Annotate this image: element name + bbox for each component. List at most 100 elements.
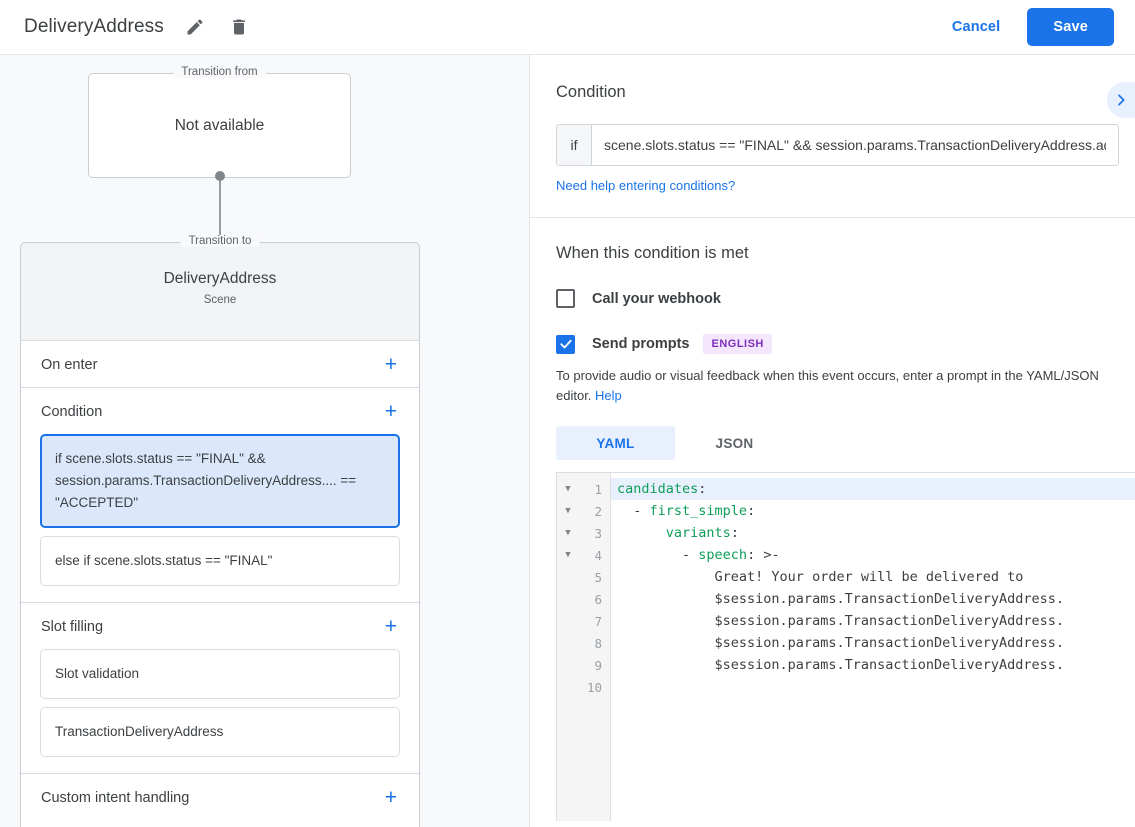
tab-yaml[interactable]: YAML	[556, 426, 675, 460]
code-line[interactable]: candidates:	[611, 478, 1135, 500]
page-title: DeliveryAddress	[24, 16, 164, 37]
send-prompts-row[interactable]: Send prompts ENGLISH	[556, 334, 1109, 354]
pencil-icon-glyph	[187, 19, 203, 35]
transition-from-box[interactable]: Transition from Not available	[88, 66, 351, 178]
gutter-line: 8	[557, 632, 610, 654]
line-number: 2	[594, 503, 602, 519]
code-token: candidates	[617, 481, 699, 497]
code-token	[617, 525, 666, 541]
section-header: On enter +	[21, 341, 419, 387]
chevron-right-icon-glyph	[1118, 94, 1125, 106]
list-item[interactable]: Slot validation	[40, 649, 400, 699]
prompts-hint-text: To provide audio or visual feedback when…	[556, 366, 1109, 406]
transition-to-box: Transition to DeliveryAddress Scene On e…	[20, 235, 420, 827]
section-title: Slot filling	[41, 619, 104, 635]
line-number: 5	[594, 569, 602, 585]
gutter-line: ▼3	[557, 522, 610, 544]
code-token: $session.params.TransactionDeliveryAddre…	[617, 635, 1065, 651]
gutter-line: 7	[557, 610, 610, 632]
code-token: first_simple	[649, 503, 748, 519]
webhook-row[interactable]: Call your webhook	[556, 289, 1109, 308]
pencil-icon[interactable]	[182, 14, 208, 40]
prompts-help-link[interactable]: Help	[595, 388, 622, 403]
transition-to-title: DeliveryAddress	[163, 270, 277, 287]
condition-expression-input[interactable]	[592, 125, 1118, 165]
code-line[interactable]	[611, 676, 1135, 698]
send-prompts-label: Send prompts	[592, 336, 690, 352]
code-token: :	[698, 481, 707, 497]
code-line[interactable]: $session.params.TransactionDeliveryAddre…	[611, 588, 1135, 610]
line-number: 3	[594, 525, 602, 541]
language-badge: ENGLISH	[703, 334, 772, 354]
gutter-line: 10	[557, 676, 610, 698]
plus-icon[interactable]: +	[384, 353, 397, 376]
when-condition-met-section: When this condition is met Call your web…	[530, 218, 1135, 821]
section-header: Condition +	[21, 388, 419, 434]
code-line[interactable]: $session.params.TransactionDeliveryAddre…	[611, 632, 1135, 654]
transition-to-header: DeliveryAddress Scene	[21, 243, 419, 306]
transition-graph-pane: Transition from Not available Transition…	[0, 55, 529, 827]
section-header: Slot filling +	[21, 603, 419, 649]
plus-icon[interactable]: +	[384, 615, 397, 638]
trash-icon[interactable]	[226, 14, 252, 40]
fold-arrow-icon[interactable]: ▼	[565, 506, 571, 516]
gutter-line: 5	[557, 566, 610, 588]
save-button[interactable]: Save	[1027, 8, 1114, 46]
code-token: :	[730, 525, 739, 541]
line-number: 1	[594, 481, 602, 497]
code-line[interactable]: - first_simple:	[611, 500, 1135, 522]
prompts-hint-body: To provide audio or visual feedback when…	[556, 368, 1099, 403]
code-line[interactable]: - speech: >-	[611, 544, 1135, 566]
code-line[interactable]: $session.params.TransactionDeliveryAddre…	[611, 610, 1135, 632]
fold-arrow-icon[interactable]: ▼	[565, 550, 571, 560]
line-number: 4	[594, 547, 602, 563]
section-title: Custom intent handling	[41, 790, 190, 806]
fold-arrow-icon[interactable]: ▼	[565, 484, 571, 494]
condition-help-link[interactable]: Need help entering conditions?	[556, 178, 736, 193]
call-webhook-label: Call your webhook	[592, 290, 721, 307]
chevron-right-icon[interactable]	[1107, 82, 1135, 118]
section-title: Condition	[41, 404, 103, 420]
section-body: if scene.slots.status == "FINAL" && sess…	[21, 434, 419, 602]
code-token: -	[617, 503, 650, 519]
condition-if-label: if	[557, 125, 592, 165]
code-token: speech	[698, 547, 748, 563]
list-item[interactable]: TransactionDeliveryAddress	[40, 707, 400, 757]
section-on-enter: On enter +	[21, 341, 419, 388]
code-line[interactable]: Great! Your order will be delivered to	[611, 566, 1135, 588]
section-title: On enter	[41, 357, 98, 373]
tab-json[interactable]: JSON	[715, 435, 754, 451]
condition-input-row[interactable]: if	[556, 124, 1119, 166]
plus-icon[interactable]: +	[384, 786, 397, 809]
section-custom-intent-handling: Custom intent handling +	[21, 774, 419, 820]
section-condition: Condition + if scene.slots.status == "FINA…	[21, 388, 419, 603]
list-item[interactable]: else if scene.slots.status == "FINAL"	[40, 536, 400, 586]
editor-code-area[interactable]: candidates: - first_simple: variants: - …	[611, 473, 1135, 821]
plus-icon[interactable]: +	[384, 400, 397, 423]
code-token: $session.params.TransactionDeliveryAddre…	[617, 657, 1065, 673]
check-icon	[559, 339, 572, 349]
cancel-button[interactable]: Cancel	[938, 10, 1014, 44]
section-header: Custom intent handling +	[21, 774, 419, 820]
code-token: : >-	[747, 547, 780, 563]
code-line[interactable]: $session.params.TransactionDeliveryAddre…	[611, 654, 1135, 676]
transition-from-value: Not available	[174, 116, 265, 134]
list-item[interactable]: if scene.slots.status == "FINAL" && sess…	[40, 434, 400, 528]
code-token: $session.params.TransactionDeliveryAddre…	[617, 591, 1065, 607]
send-prompts-checkbox[interactable]	[556, 334, 575, 354]
top-toolbar: DeliveryAddress Cancel Save	[0, 0, 1135, 55]
transition-to-legend: Transition to	[180, 235, 260, 247]
code-token: variants	[665, 525, 731, 541]
code-token: $session.params.TransactionDeliveryAddre…	[617, 613, 1065, 629]
gutter-line: ▼2	[557, 500, 610, 522]
gutter-line: ▼1	[557, 478, 610, 500]
toolbar-actions: Cancel Save	[938, 8, 1135, 46]
fold-arrow-icon[interactable]: ▼	[565, 528, 571, 538]
code-line[interactable]: variants:	[611, 522, 1135, 544]
call-webhook-checkbox[interactable]	[556, 289, 575, 308]
line-number: 8	[594, 635, 602, 651]
editor-format-tabs: YAML JSON	[556, 426, 1109, 460]
